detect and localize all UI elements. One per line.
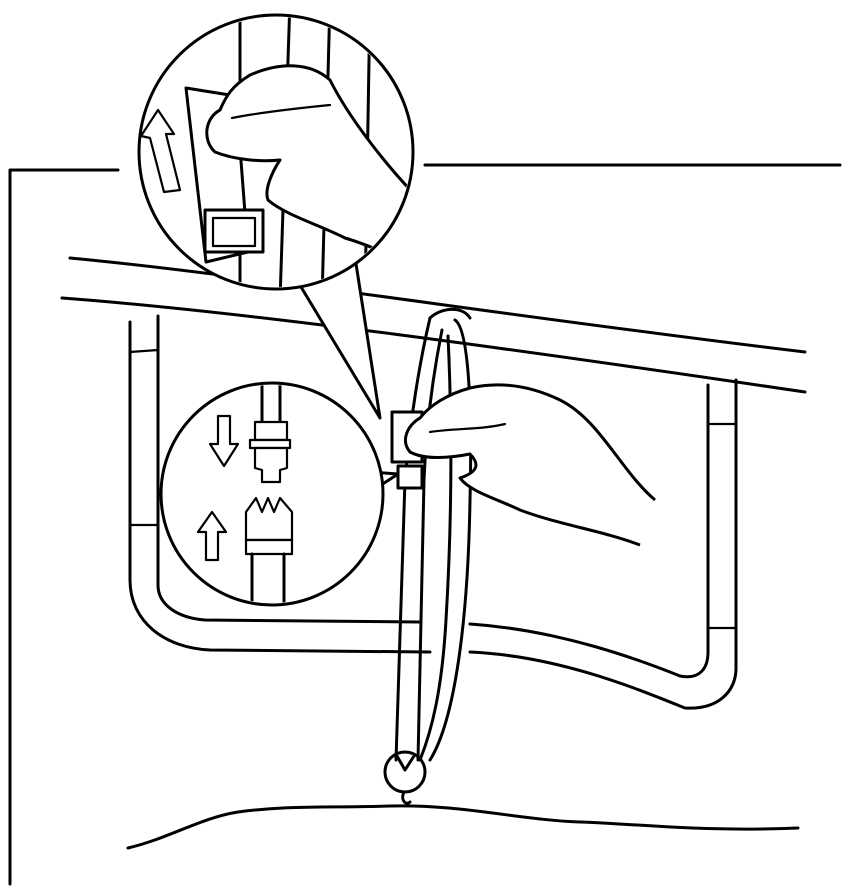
buckle-detail-magnifier	[159, 381, 385, 607]
mattress-surface-icon	[126, 804, 800, 850]
restraint-strap-icon	[383, 307, 473, 805]
arrow-up-icon	[139, 108, 182, 194]
hand-icon	[404, 383, 656, 547]
arrow-up-icon-lower	[196, 510, 228, 562]
hand-fold-line	[428, 422, 507, 434]
top-detail-magnifier	[137, 13, 415, 291]
arrow-down-icon	[208, 414, 240, 468]
bed-rail-frame-icon	[60, 256, 807, 710]
figure-border	[8, 163, 842, 886]
